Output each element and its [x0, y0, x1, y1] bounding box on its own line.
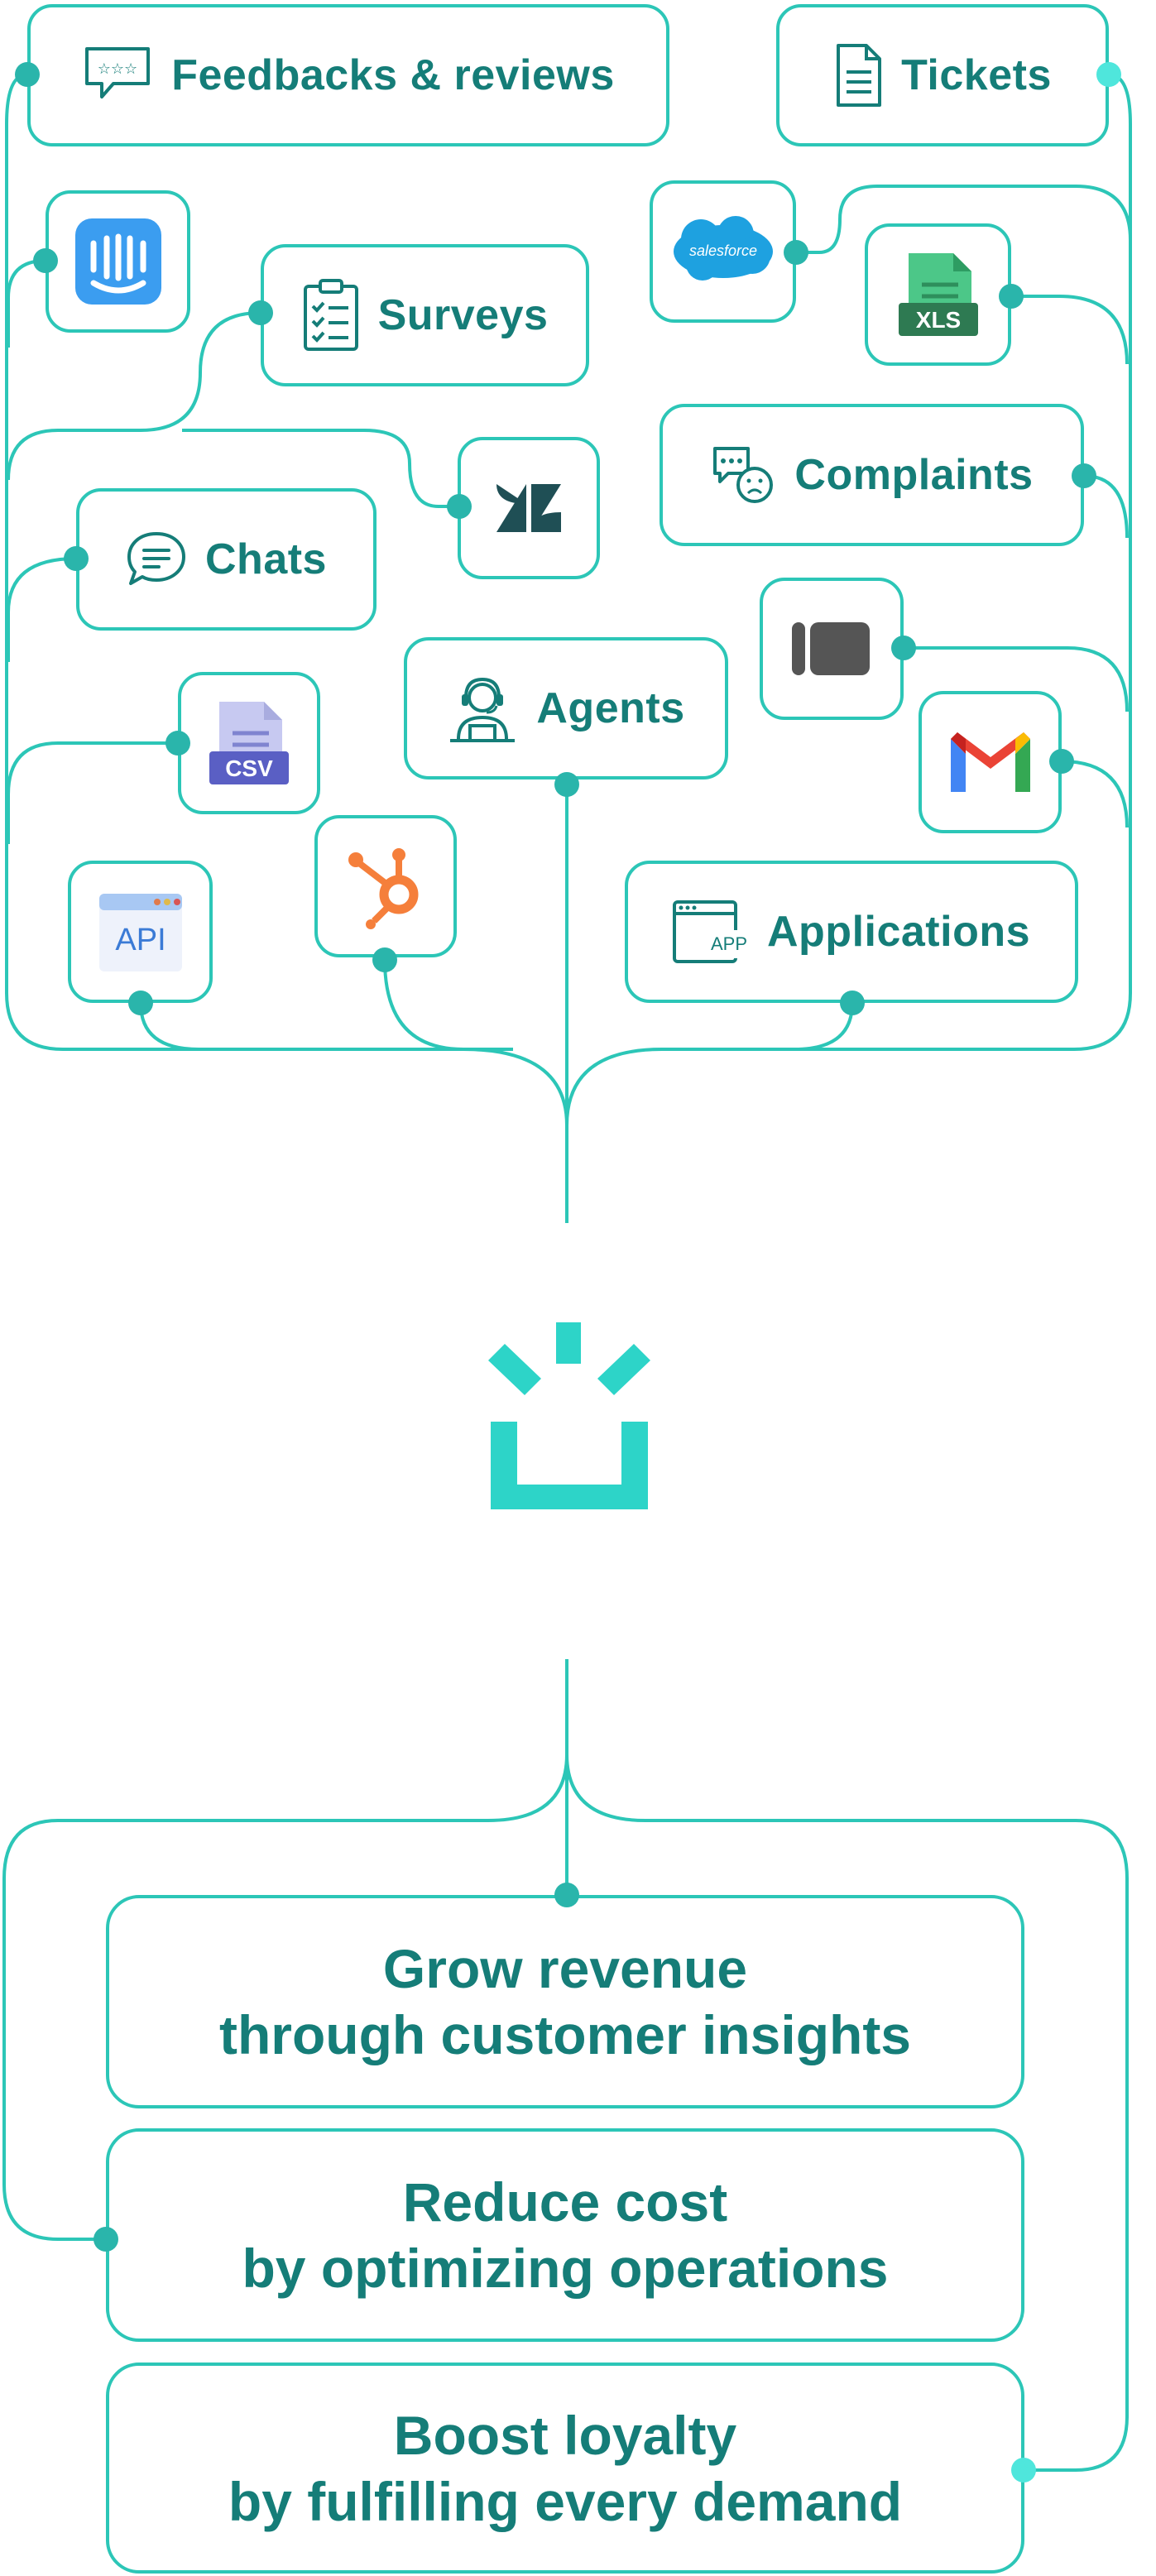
connector-dot — [784, 240, 808, 265]
connector-dot — [840, 991, 865, 1015]
connector-dot — [128, 991, 153, 1015]
zendesk-node — [458, 437, 600, 579]
connector-dot — [1072, 463, 1096, 488]
connector-dot — [1011, 2458, 1036, 2482]
gmail-node — [919, 691, 1062, 833]
connector-dot — [165, 731, 190, 756]
zendesk-icon — [493, 479, 564, 537]
complaints-node: Complaints — [660, 404, 1084, 546]
outcome-boost-loyalty: Boost loyalty by fulfilling every demand — [106, 2363, 1024, 2574]
outcome-subtitle: by optimizing operations — [242, 2238, 889, 2299]
agents-label: Agents — [536, 684, 685, 732]
connector-dot — [554, 772, 579, 797]
outcome-title: Grow revenue — [382, 1938, 748, 1999]
connector-dot — [999, 284, 1024, 309]
feedbacks-reviews-label: Feedbacks & reviews — [171, 51, 615, 99]
headset-agent-icon — [447, 673, 518, 744]
salesforce-icon: salesforce — [669, 214, 777, 289]
connector-dot — [1096, 62, 1121, 87]
intercom-icon — [74, 218, 161, 305]
chats-node: Chats — [76, 488, 377, 631]
xls-node: XLS — [865, 223, 1011, 366]
agents-node: Agents — [404, 637, 728, 780]
rounded-bar-node — [760, 578, 904, 720]
outcome-title: Reduce cost — [402, 2171, 728, 2233]
csv-node: CSV — [178, 672, 320, 814]
csv-file-icon: CSV — [208, 700, 290, 786]
feedbacks-reviews-node: ☆☆☆ Feedbacks & reviews — [27, 4, 669, 146]
salesforce-text: salesforce — [688, 242, 756, 259]
chat-bubble-icon — [126, 530, 187, 588]
api-node: API — [68, 861, 213, 1003]
connector-dot — [372, 947, 397, 972]
connector-dot — [1049, 749, 1074, 774]
document-icon — [833, 42, 883, 108]
feedback-stars-icon: ☆☆☆ — [82, 44, 153, 107]
svg-text:☆☆☆: ☆☆☆ — [98, 60, 137, 78]
connector-dot — [447, 494, 472, 519]
api-text: API — [115, 923, 165, 957]
brand-logo-icon — [487, 1322, 652, 1521]
connector-dot — [94, 2227, 118, 2252]
chat-bubbles-sad-icon — [710, 444, 776, 506]
connector-dot — [248, 300, 273, 325]
clipboard-checklist-icon — [302, 278, 360, 353]
outcome-reduce-cost: Reduce cost by optimizing operations — [106, 2128, 1024, 2342]
applications-label: Applications — [766, 908, 1031, 956]
chats-label: Chats — [205, 535, 327, 583]
tickets-label: Tickets — [901, 51, 1052, 99]
outcome-subtitle: through customer insights — [218, 2004, 912, 2065]
salesforce-node: salesforce — [650, 180, 796, 323]
xls-file-icon: XLS — [897, 252, 980, 338]
gmail-icon — [947, 729, 1034, 795]
app-window-icon: APP — [672, 899, 749, 965]
rounded-bar-icon — [792, 621, 871, 677]
hubspot-node — [314, 815, 457, 957]
outcome-title: Boost loyalty — [393, 2404, 737, 2466]
complaints-label: Complaints — [794, 451, 1034, 499]
outcome-subtitle: by fulfilling every demand — [228, 2470, 903, 2532]
connector-dot — [33, 248, 58, 273]
hubspot-icon — [344, 843, 427, 929]
csv-text: CSV — [225, 756, 273, 781]
applications-node: APP Applications — [625, 861, 1078, 1003]
connector-dot — [15, 62, 40, 87]
intercom-node — [46, 190, 190, 333]
xls-text: XLS — [915, 307, 960, 333]
connector-dot — [554, 1883, 579, 1907]
connector-dot — [64, 546, 89, 571]
api-window-icon: API — [98, 890, 184, 973]
surveys-label: Surveys — [377, 291, 549, 339]
app-icon-text: APP — [711, 933, 747, 954]
connector-dot — [891, 636, 916, 660]
outcome-grow-revenue: Grow revenue through customer insights — [106, 1895, 1024, 2108]
tickets-node: Tickets — [776, 4, 1109, 146]
surveys-node: Surveys — [261, 244, 589, 386]
